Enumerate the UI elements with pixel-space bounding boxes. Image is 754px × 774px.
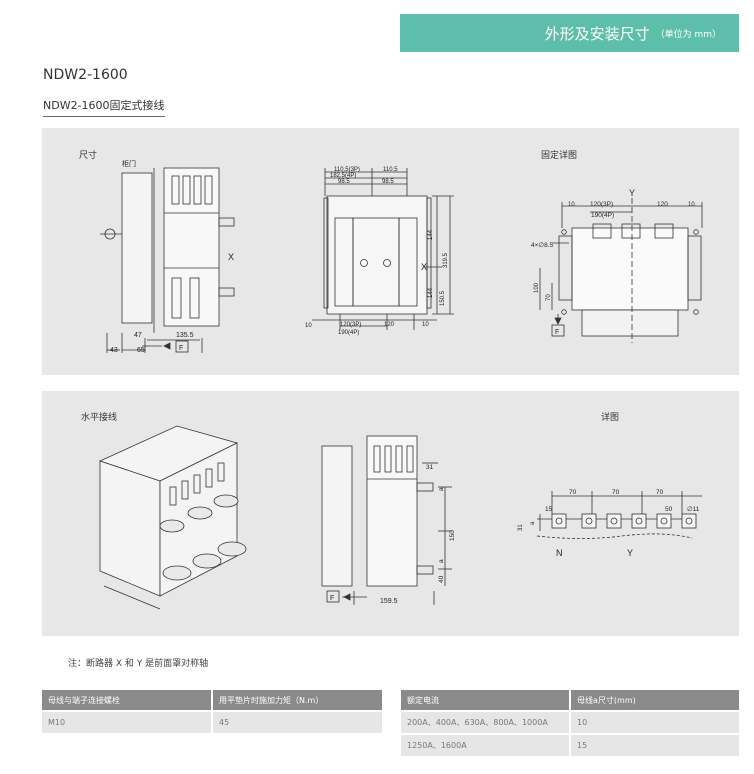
detail-hole-label: 4×∅8.5 xyxy=(531,242,553,249)
axis-note: 注：断路器 X 和 Y 是前面罩对称轴 xyxy=(68,659,209,669)
fixed-detail-label: 固定详图 xyxy=(541,151,578,161)
table-cell: 15 xyxy=(570,733,739,756)
table-cell: 1250A、1600A xyxy=(401,733,571,756)
table-row: M10 45 xyxy=(42,710,382,733)
side-dim-135-5: 135.5 xyxy=(176,332,194,339)
horizontal-wiring-drawings: 31 a 150 a 40 159.5 F 70 70 70 15 5 xyxy=(98,425,702,610)
table-header-row: 母线与端子连接螺栓 用平垫片时施加力矩（N.m） xyxy=(42,690,382,711)
front-dim-110-5: 110.5 xyxy=(383,167,398,173)
front-dim-182-5-4p: 182.5(4P) xyxy=(330,173,356,179)
front-view-drawing xyxy=(312,168,454,330)
h-side-dim-40: 40 xyxy=(438,575,445,583)
detail-dim-100: 100 xyxy=(534,282,540,293)
h-detail-n-label: N xyxy=(556,548,563,558)
front-dim-98-5-right: 98.5 xyxy=(382,179,394,185)
section-header-band: 外形及安装尺寸 （单位为 mm） xyxy=(400,14,739,52)
h-side-dim-a-upper: a xyxy=(438,487,445,491)
detail-dim-10-left: 10 xyxy=(568,202,575,208)
h-detail-dim-70-3: 70 xyxy=(656,489,664,496)
table-header-cell: 用平垫片时施加力矩（N.m） xyxy=(212,690,382,711)
h-detail-dim-50: 50 xyxy=(665,506,673,513)
front-dim-144-lower: 144 xyxy=(428,287,434,298)
table-header-cell: 额定电流 xyxy=(401,690,571,711)
detail-dim-10-right: 10 xyxy=(688,202,695,208)
table-cell: 200A、400A、630A、800A、1000A xyxy=(401,710,571,734)
table-cell: M10 xyxy=(42,710,213,733)
horizontal-detail-label: 详图 xyxy=(601,413,620,423)
table-row: 200A、400A、630A、800A、1000A 10 xyxy=(401,710,739,734)
dimensions-label: 尺寸 xyxy=(79,151,98,161)
fixed-wiring-panel: 尺寸 固定详图 柜门 X 47 135.5 43 xyxy=(42,128,739,375)
bolt-torque-table: 母线与端子连接螺栓 用平垫片时施加力矩（N.m） M10 45 xyxy=(42,690,382,733)
front-dim-150-5: 150.5 xyxy=(440,290,446,306)
side-front-marker: F xyxy=(179,345,183,352)
busbar-size-table: 额定电流 母线a尺寸(mm) 200A、400A、630A、800A、1000A… xyxy=(401,690,739,756)
table-cell: 45 xyxy=(212,710,382,733)
front-dim-98-5-left: 98.5 xyxy=(338,179,350,185)
detail-dim-120-3p: 120(3P) xyxy=(590,201,613,208)
h-side-front-marker: F xyxy=(330,595,334,602)
h-detail-dim-15: 15 xyxy=(545,506,553,513)
front-dim-120-3p: 120(3P) xyxy=(340,322,361,328)
h-side-dim-a-lower: a xyxy=(438,559,445,563)
table-row: 1250A、1600A 15 xyxy=(401,733,739,756)
h-side-dim-31: 31 xyxy=(426,464,434,471)
fixed-detail-drawing xyxy=(539,198,703,343)
detail-y-axis-label: Y xyxy=(629,188,635,198)
detail-dim-120: 120 xyxy=(657,201,668,208)
header-unit-note: （单位为 mm） xyxy=(655,29,721,40)
header-title: 外形及安装尺寸 xyxy=(544,24,650,43)
h-side-dim-150: 150 xyxy=(449,530,456,541)
detail-front-marker: F xyxy=(555,329,559,336)
isometric-view-drawing xyxy=(98,425,247,610)
front-dim-319-5: 319.5 xyxy=(443,252,449,268)
horizontal-wiring-panel: 水平接线 详图 xyxy=(42,391,739,636)
h-detail-y-label: Y xyxy=(627,548,633,558)
model-title: NDW2-1600 xyxy=(43,67,128,83)
detail-dim-70: 70 xyxy=(546,294,552,301)
h-detail-dim-31: 31 xyxy=(518,524,524,531)
h-side-dim-159-5: 159.5 xyxy=(380,598,398,605)
table-header-row: 额定电流 母线a尺寸(mm) xyxy=(401,690,739,711)
front-dim-190-4p: 190(4P) xyxy=(338,330,359,336)
detail-dim-190-4p: 190(4P) xyxy=(591,212,614,219)
side-dim-47: 47 xyxy=(134,332,142,339)
h-detail-dim-a: a xyxy=(530,521,536,525)
front-dim-10-right: 10 xyxy=(422,322,429,328)
side-x-axis-label: X xyxy=(228,252,234,262)
front-dim-110-5-3p: 110.5(3P) xyxy=(334,167,360,173)
h-detail-dim-70-2: 70 xyxy=(612,489,620,496)
side-view-drawing xyxy=(100,167,235,353)
table-header-cell: 母线a尺寸(mm) xyxy=(570,690,739,711)
side-dim-65: 65 xyxy=(137,347,145,354)
horizontal-detail-drawing xyxy=(536,491,702,539)
side-dim-43: 43 xyxy=(110,347,118,354)
h-detail-dim-70-1: 70 xyxy=(569,489,577,496)
horizontal-side-view-drawing xyxy=(321,435,452,605)
fixed-wiring-drawings: 柜门 X 47 135.5 43 65 F 110.5(3P) 1 xyxy=(100,159,703,354)
section-title: NDW2-1600固定式接线 xyxy=(43,97,165,117)
table-cell: 10 xyxy=(570,710,739,734)
table-header-cell: 母线与端子连接螺栓 xyxy=(42,690,213,711)
cabinet-door-label: 柜门 xyxy=(122,159,136,168)
front-dim-120: 120 xyxy=(384,322,395,328)
front-dim-144-upper: 144 xyxy=(428,229,434,240)
h-detail-dim-diameter-11: ∅11 xyxy=(687,506,700,513)
horizontal-wiring-label: 水平接线 xyxy=(81,413,118,423)
front-x-axis-label: X xyxy=(421,262,427,272)
front-dim-10-left: 10 xyxy=(305,323,312,329)
